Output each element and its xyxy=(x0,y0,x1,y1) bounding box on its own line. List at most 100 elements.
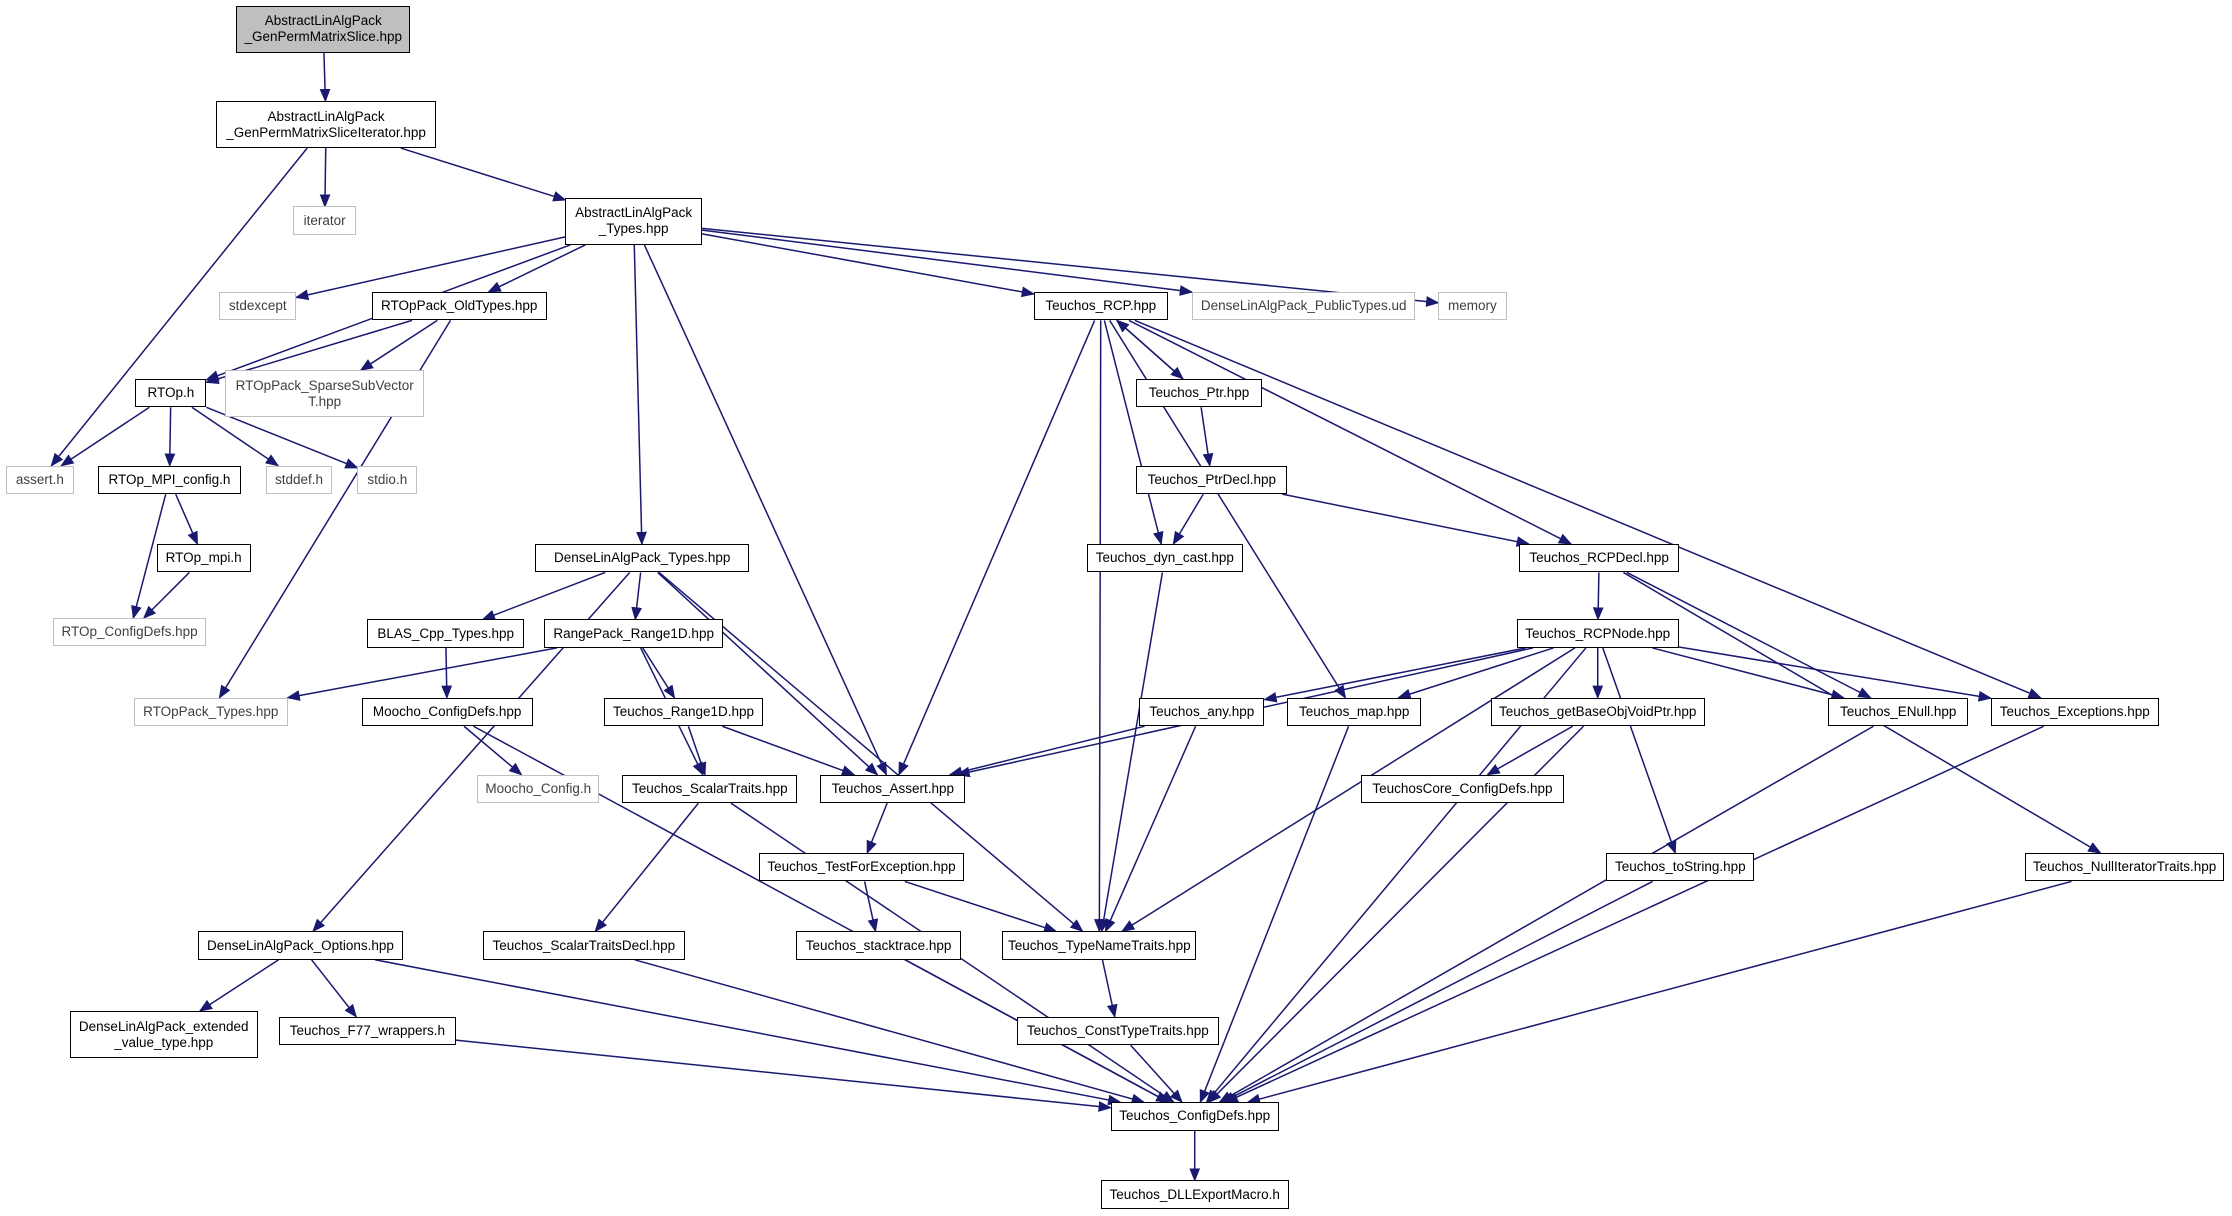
node-teuchos-dyn-cast[interactable]: Teuchos_dyn_cast.hpp xyxy=(1086,543,1244,573)
edge-teuchos-ptr-to-teuchos-ptrdecl xyxy=(1200,407,1214,467)
node-teuchos-getbaseobj[interactable]: Teuchos_getBaseObjVoidPtr.hpp xyxy=(1490,697,1705,727)
edge-dlap-types-to-teuchos-assert xyxy=(657,571,879,776)
edge-rtoppack-oldtypes-to-rtoppack-sparse xyxy=(359,319,438,371)
edge-teuchos-rcp-to-teuchos-exceptions xyxy=(1134,319,2042,699)
edge-alap-types-to-memory xyxy=(701,227,1440,307)
edge-teuchos-any-to-teuchos-typenametraits xyxy=(1104,725,1197,933)
node-teuchos-f77[interactable]: Teuchos_F77_wrappers.h xyxy=(279,1016,456,1046)
node-iterator: iterator xyxy=(293,206,356,235)
node-stdexcept: stdexcept xyxy=(219,291,297,321)
node-teuchos-configdefs[interactable]: Teuchos_ConfigDefs.hpp xyxy=(1110,1102,1279,1131)
node-teuchos-rcpnode[interactable]: Teuchos_RCPNode.hpp xyxy=(1516,619,1679,648)
edge-rtop-h-to-stdio-h xyxy=(206,406,359,469)
node-rtoppack-oldtypes[interactable]: RTOpPack_OldTypes.hpp xyxy=(371,291,547,321)
edge-blas-cpp-types-to-moocho-configdefs xyxy=(441,647,453,700)
edge-teuchos-range1d-to-teuchos-assert xyxy=(722,725,856,776)
edge-teuchos-rcpnode-to-teuchos-map xyxy=(1397,647,1554,700)
edge-dlap-options-to-teuchos-configdefs xyxy=(374,959,1122,1106)
node-slice-iter[interactable]: AbstractLinAlgPack _GenPermMatrixSliceIt… xyxy=(216,101,436,149)
edge-teuchos-any-to-teuchos-assert xyxy=(948,725,1145,777)
edge-rtop-mpi-config-to-rtop-configdefs xyxy=(131,493,167,620)
node-dlap-options[interactable]: DenseLinAlgPack_Options.hpp xyxy=(197,931,403,960)
node-teuchos-enull[interactable]: Teuchos_ENull.hpp xyxy=(1828,697,1968,727)
edge-moocho-configdefs-to-moocho-config xyxy=(463,725,523,776)
node-rangepack-range1d[interactable]: RangePack_Range1D.hpp xyxy=(543,619,724,648)
node-stdio-h: stdio.h xyxy=(357,465,418,495)
edge-teuchos-scalartraits-to-teuchos-scalartraitsdecl xyxy=(594,802,699,933)
node-moocho-configdefs[interactable]: Moocho_ConfigDefs.hpp xyxy=(361,697,533,727)
edge-teuchos-getbaseobj-to-teuchoscore-configdefs xyxy=(1486,725,1574,776)
edge-alap-types-to-stdexcept xyxy=(294,236,566,301)
edge-slice-iter-to-iterator xyxy=(319,148,331,208)
node-teuchos-tostring[interactable]: Teuchos_toString.hpp xyxy=(1606,852,1755,882)
edge-rtop-h-to-assert-h xyxy=(60,406,150,467)
node-teuchos-rcp[interactable]: Teuchos_RCP.hpp xyxy=(1033,291,1168,321)
edge-alap-types-to-teuchos-rcp xyxy=(701,233,1036,298)
node-teuchos-stacktrace[interactable]: Teuchos_stacktrace.hpp xyxy=(796,931,962,960)
edge-teuchos-rcpnode-to-teuchos-exceptions xyxy=(1678,646,1993,702)
edge-teuchos-rcp-to-teuchos-dyn-cast xyxy=(1103,320,1164,546)
edge-dlap-types-to-teuchos-typenametraits xyxy=(658,571,1084,933)
node-memory: memory xyxy=(1438,291,1507,321)
node-teuchos-typenametraits[interactable]: Teuchos_TypeNameTraits.hpp xyxy=(1002,931,1197,960)
node-dlap-types[interactable]: DenseLinAlgPack_Types.hpp xyxy=(535,543,750,573)
edge-teuchos-assert-to-teuchos-testforexception xyxy=(866,802,888,855)
node-teuchos-nulliteratortraits[interactable]: Teuchos_NullIteratorTraits.hpp xyxy=(2024,852,2225,882)
node-rtop-mpi[interactable]: RTOp_mpi.h xyxy=(156,543,251,573)
edge-teuchos-map-to-teuchos-configdefs xyxy=(1199,725,1350,1104)
node-teuchos-ptrdecl[interactable]: Teuchos_PtrDecl.hpp xyxy=(1136,465,1288,495)
node-rtop-mpi-config[interactable]: RTOp_MPI_config.h xyxy=(98,465,241,495)
node-rtop-h[interactable]: RTOp.h xyxy=(135,378,207,408)
node-root[interactable]: AbstractLinAlgPack _GenPermMatrixSlice.h… xyxy=(236,5,411,53)
node-dlap-publictypes: DenseLinAlgPack_PublicTypes.ud xyxy=(1191,291,1416,321)
node-teuchos-exceptions[interactable]: Teuchos_Exceptions.hpp xyxy=(1990,697,2159,727)
node-rtop-configdefs: RTOp_ConfigDefs.hpp xyxy=(52,618,207,647)
node-alap-types[interactable]: AbstractLinAlgPack _Types.hpp xyxy=(565,197,703,245)
edge-teuchos-nulliteratortraits-to-teuchos-configdefs xyxy=(1246,880,2072,1105)
node-stddef-h: stddef.h xyxy=(266,465,332,495)
node-teuchos-scalartraitsdecl[interactable]: Teuchos_ScalarTraitsDecl.hpp xyxy=(482,931,685,960)
edge-teuchos-rcpdecl-to-teuchos-enull xyxy=(1626,571,1872,699)
node-teuchos-testforexception[interactable]: Teuchos_TestForException.hpp xyxy=(758,852,965,882)
edge-rangepack-range1d-to-rtoppack-types xyxy=(286,647,557,701)
edge-teuchos-rcp-to-teuchos-typenametraits xyxy=(1093,320,1105,933)
edge-teuchos-ptr-to-teuchos-rcp xyxy=(1115,319,1184,380)
node-teuchos-scalartraits[interactable]: Teuchos_ScalarTraits.hpp xyxy=(622,774,798,804)
node-rtoppack-types: RTOpPack_Types.hpp xyxy=(133,697,288,727)
edge-alap-types-to-rtoppack-oldtypes xyxy=(487,244,586,293)
edge-teuchos-ptrdecl-to-teuchos-dyn-cast xyxy=(1172,493,1204,546)
edge-teuchos-typenametraits-to-teuchos-consttypetraits xyxy=(1101,959,1118,1019)
node-blas-cpp-types[interactable]: BLAS_Cpp_Types.hpp xyxy=(367,619,525,648)
edge-teuchos-testforexception-to-teuchos-stacktrace xyxy=(863,881,879,933)
node-teuchos-consttypetraits[interactable]: Teuchos_ConstTypeTraits.hpp xyxy=(1016,1016,1219,1046)
node-dlap-extended[interactable]: DenseLinAlgPack_extended _value_type.hpp xyxy=(69,1011,258,1059)
edge-teuchos-f77-to-teuchos-configdefs xyxy=(455,1039,1113,1112)
edge-teuchos-range1d-to-teuchos-scalartraits xyxy=(687,725,707,776)
node-moocho-config: Moocho_Config.h xyxy=(477,774,600,804)
node-teuchos-assert[interactable]: Teuchos_Assert.hpp xyxy=(820,774,966,804)
edge-teuchos-rcp-to-teuchos-rcpdecl xyxy=(1128,319,1573,545)
node-teuchos-dllexport[interactable]: Teuchos_DLLExportMacro.h xyxy=(1100,1180,1289,1209)
edge-teuchos-testforexception-to-teuchos-typenametraits xyxy=(904,880,1058,933)
node-rtoppack-sparse: RTOpPack_SparseSubVector T.hpp xyxy=(224,370,425,418)
edge-rtop-h-to-rtop-mpi-config xyxy=(164,407,176,467)
edge-slice-iter-to-alap-types xyxy=(400,147,567,202)
node-teuchos-any[interactable]: Teuchos_any.hpp xyxy=(1139,697,1265,727)
node-teuchoscore-configdefs[interactable]: TeuchosCore_ConfigDefs.hpp xyxy=(1361,774,1564,804)
edge-teuchos-rcpnode-to-teuchos-enull xyxy=(1652,647,1845,700)
edge-teuchos-rcpnode-to-teuchos-typenametraits xyxy=(1120,647,1576,933)
node-teuchos-ptr[interactable]: Teuchos_Ptr.hpp xyxy=(1136,378,1262,408)
edge-teuchos-rcpnode-to-teuchos-any xyxy=(1263,647,1526,703)
edge-rtop-mpi-to-rtop-configdefs xyxy=(142,571,190,619)
edge-dlap-types-to-blas-cpp-types xyxy=(481,571,606,621)
node-teuchos-map[interactable]: Teuchos_map.hpp xyxy=(1287,697,1422,727)
edge-dlap-options-to-teuchos-f77 xyxy=(311,959,358,1018)
edge-teuchos-rcpnode-to-teuchos-tostring xyxy=(1602,647,1677,855)
node-teuchos-rcpdecl[interactable]: Teuchos_RCPDecl.hpp xyxy=(1519,543,1679,573)
edge-dlap-types-to-rangepack-range1d xyxy=(631,572,643,621)
edge-teuchos-dyn-cast-to-teuchos-typenametraits xyxy=(1098,572,1164,933)
node-teuchos-range1d[interactable]: Teuchos_Range1D.hpp xyxy=(603,697,764,727)
edge-teuchos-rcp-to-teuchos-assert xyxy=(898,320,1096,776)
